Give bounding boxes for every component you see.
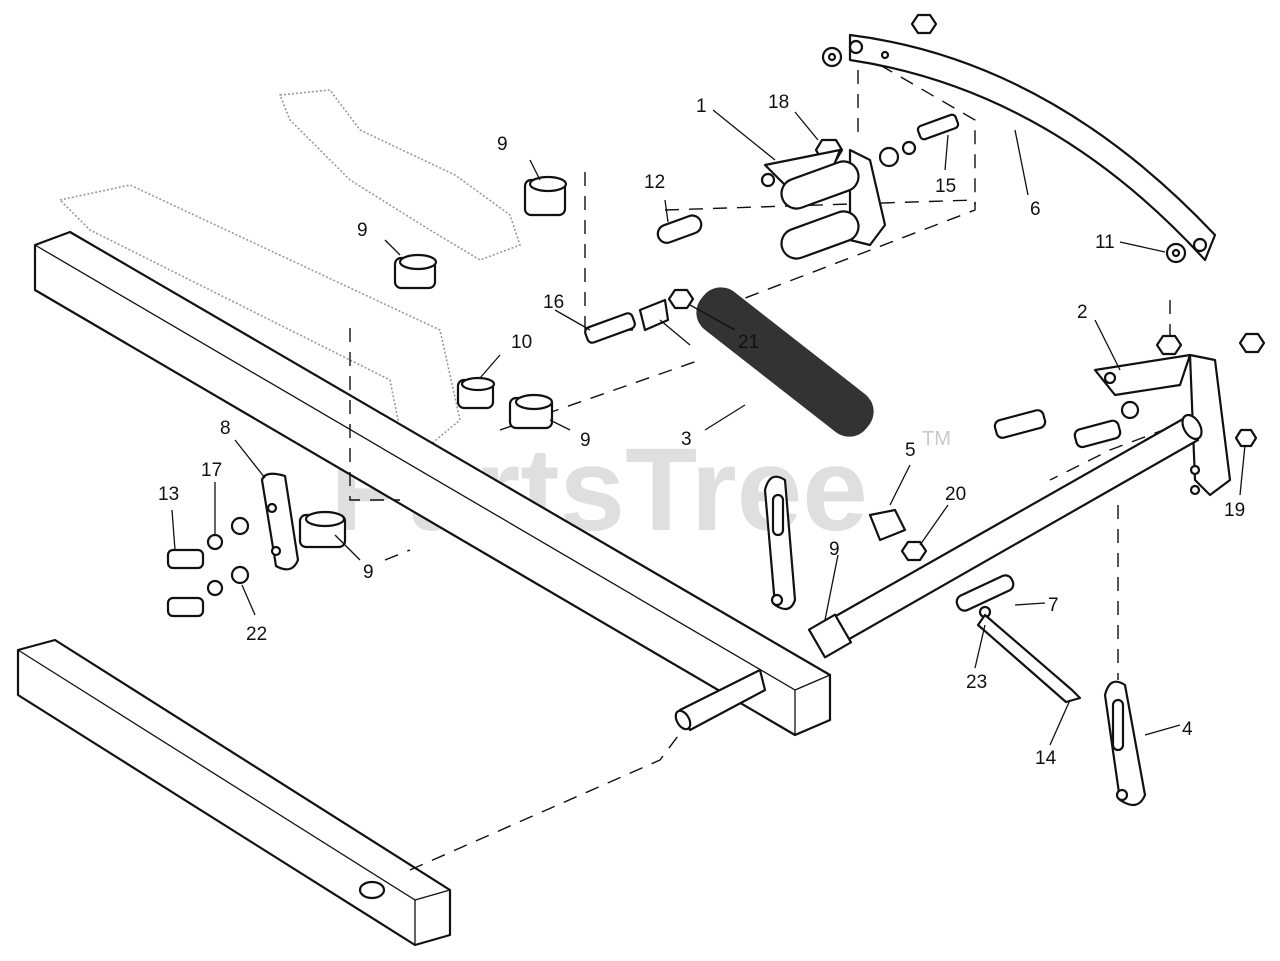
frame-rail-lower: [16, 638, 452, 947]
callout-22: 22: [246, 624, 267, 645]
callout-3: 3: [681, 429, 692, 450]
callout-13: 13: [158, 484, 179, 505]
callout-labels: 1 2 3 4 5 6 7 8 9 9 9 9 9 10 11 12 13 14…: [158, 92, 1245, 769]
turnbuckle-link-center: [763, 475, 797, 611]
callout-16: 16: [543, 292, 564, 313]
bushing-9-left: [393, 253, 438, 290]
right-bracket: [1093, 353, 1232, 497]
lift-shaft: [674, 413, 1203, 732]
callout-11: 11: [1095, 232, 1115, 253]
callout-19: 19: [1224, 500, 1245, 521]
callout-14: 14: [1035, 748, 1057, 769]
callout-2: 2: [1077, 302, 1088, 323]
bushing-9-lower: [298, 510, 347, 549]
callout-9-shaft: 9: [829, 539, 840, 560]
bolt-15-hardware: [878, 113, 960, 168]
bracket-bolt-b: [1073, 419, 1122, 449]
bushing-10: [456, 376, 496, 410]
callout-12: 12: [644, 172, 665, 193]
bolt-16: [584, 288, 695, 344]
callout-20: 20: [945, 484, 966, 505]
mounting-plate: [260, 472, 300, 571]
plate-hardware: [166, 516, 250, 618]
watermark-trademark: TM: [922, 428, 951, 450]
nut-hardware: [814, 13, 1266, 448]
tension-spring: [659, 287, 874, 437]
callout-6: 6: [1030, 199, 1041, 220]
ghost-lift-arm: [58, 89, 522, 446]
callout-9-top: 9: [497, 134, 508, 155]
callout-18: 18: [768, 92, 789, 113]
callout-15: 15: [935, 176, 956, 197]
arc-link: [848, 33, 1217, 262]
bushing-9-mid: [508, 393, 554, 430]
callout-9-lower: 9: [363, 562, 374, 583]
callout-17: 17: [201, 460, 222, 481]
spring-adjuster: [868, 508, 928, 562]
callout-9-mid: 9: [580, 430, 591, 451]
clevis-pin: [656, 214, 703, 244]
callout-10: 10: [511, 332, 532, 353]
frame-rail-upper: [33, 230, 832, 737]
callout-9-left: 9: [357, 220, 368, 241]
callout-8: 8: [220, 418, 231, 439]
shaft-pin-hardware: [955, 574, 1082, 704]
callout-4: 4: [1182, 719, 1193, 740]
callout-leaders: [171, 109, 1246, 746]
bushing-9-top: [523, 175, 568, 217]
callout-5: 5: [905, 440, 916, 461]
turnbuckle-link-right: [1103, 680, 1147, 807]
callout-23: 23: [966, 672, 987, 693]
callout-21: 21: [738, 332, 759, 353]
upper-bracket: [760, 148, 887, 260]
callout-7: 7: [1048, 595, 1059, 616]
callout-1: 1: [696, 96, 707, 117]
bracket-bolt-a: [993, 409, 1047, 439]
